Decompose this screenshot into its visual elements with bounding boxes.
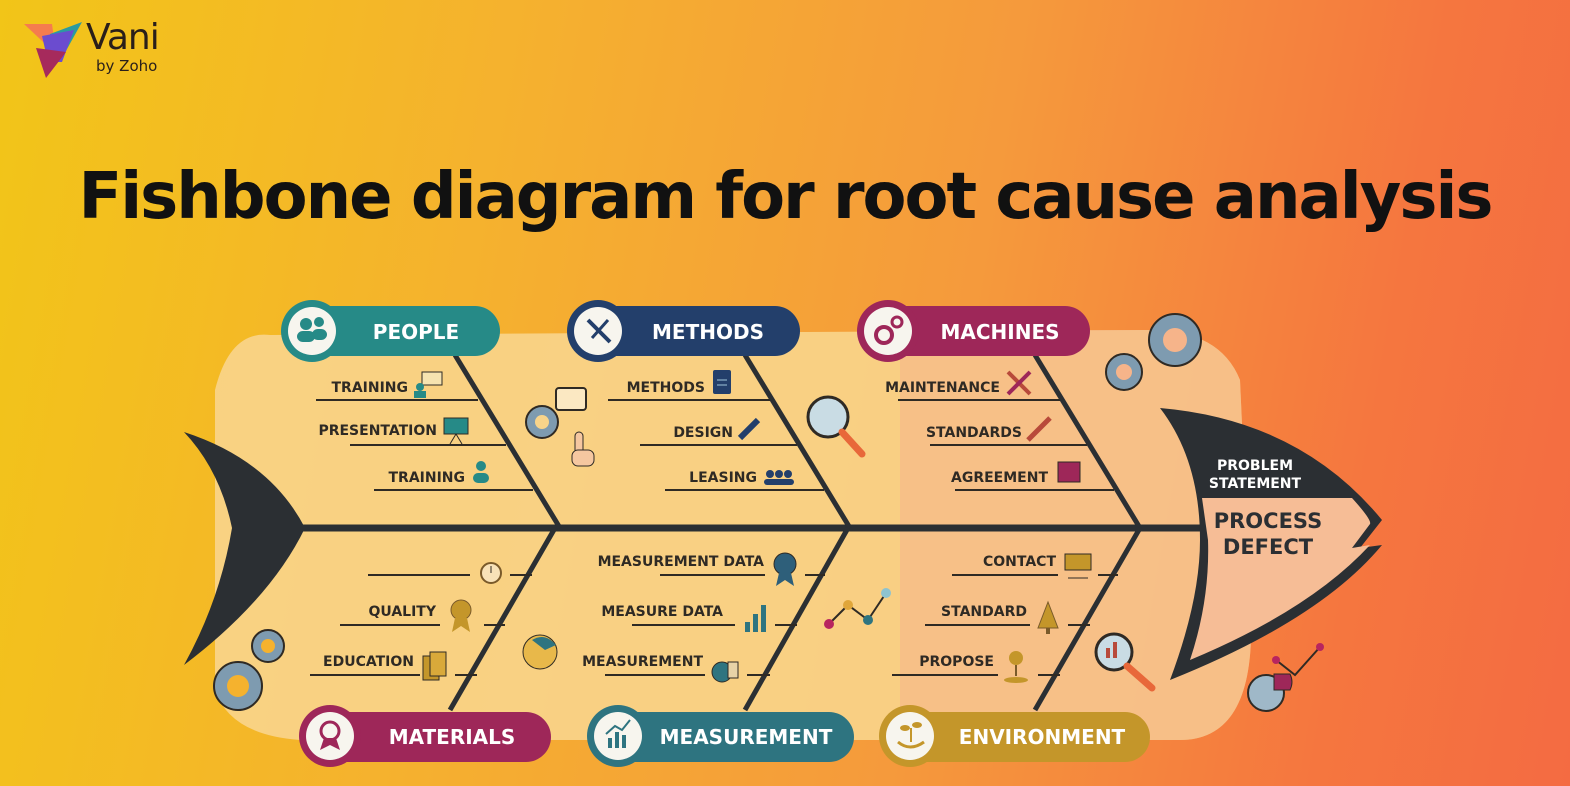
badge-icon — [450, 599, 472, 632]
cause-methods-2: DESIGN — [673, 425, 733, 441]
cause-environment-1: CONTACT — [983, 554, 1056, 570]
sapling-icon — [1004, 651, 1028, 683]
category-machines: MACHINES — [857, 300, 1090, 362]
monitor-icon — [1064, 553, 1092, 579]
page-title: Fishbone diagram for root cause analysis — [78, 160, 1493, 234]
trainer-board-icon — [414, 371, 443, 398]
cause-people-2: PRESENTATION — [318, 423, 437, 439]
category-label: ENVIRONMENT — [959, 725, 1126, 749]
cause-environment-3: PROPOSE — [919, 654, 994, 670]
category-label: METHODS — [652, 320, 764, 344]
cause-environment-2: STANDARD — [941, 604, 1027, 620]
brand-sub: by Zoho — [96, 57, 158, 75]
category-people: PEOPLE — [281, 300, 500, 362]
wrench-screwdriver-icon — [1006, 370, 1032, 396]
users-icon — [473, 461, 489, 483]
brand-name: Vani — [86, 17, 160, 58]
stopwatch-icon — [480, 562, 502, 584]
category-materials: MATERIALS — [299, 705, 551, 767]
category-label: PEOPLE — [373, 320, 459, 344]
problem-text-2: DEFECT — [1223, 535, 1314, 559]
cause-materials-3: EDUCATION — [323, 654, 414, 670]
gears-icon — [874, 315, 904, 345]
problem-text-1: PROCESS — [1214, 509, 1322, 533]
machine-icon — [1057, 461, 1081, 483]
plant-hand-icon — [897, 722, 925, 749]
cause-people-1: TRAINING — [331, 380, 408, 396]
document-icon — [713, 370, 731, 394]
category-label: MACHINES — [940, 320, 1059, 344]
category-label: MATERIALS — [389, 725, 516, 749]
cause-materials-2: QUALITY — [369, 604, 437, 620]
cause-machines-2: STANDARDS — [926, 425, 1022, 441]
fish-tail — [184, 432, 305, 665]
gear-chat-icon — [525, 387, 587, 439]
brand-logo: Vani by Zoho — [22, 17, 160, 80]
category-label: MEASUREMENT — [660, 725, 833, 749]
pen-icon — [737, 417, 761, 441]
cause-measurement-1: MEASUREMENT DATA — [598, 554, 765, 570]
ribbon-icon — [773, 552, 797, 586]
chart-icon — [605, 719, 631, 748]
magnifier-chart-icon — [1094, 632, 1156, 692]
gears-decor-icon — [1105, 313, 1202, 391]
cause-people-3: TRAINING — [388, 470, 465, 486]
vani-logo-icon — [24, 22, 82, 78]
pointer-hand-icon — [571, 431, 595, 467]
books-icon — [422, 651, 447, 681]
category-environment: ENVIRONMENT — [879, 705, 1150, 767]
group-icon — [764, 470, 794, 485]
cause-machines-1: MAINTENANCE — [885, 380, 1000, 396]
line-chart-icon — [824, 588, 891, 629]
cause-machines-3: AGREEMENT — [951, 470, 1048, 486]
cause-methods-1: METHODS — [627, 380, 705, 396]
problem-label-1: PROBLEM — [1217, 458, 1293, 474]
tree-icon — [1037, 600, 1059, 634]
award-icon — [319, 720, 341, 750]
category-methods: METHODS — [567, 300, 800, 362]
presentation-board-icon — [443, 417, 469, 445]
tape-measure-icon — [711, 661, 739, 683]
category-measurement: MEASUREMENT — [587, 705, 854, 767]
cause-measurement-3: MEASUREMENT — [582, 654, 703, 670]
cause-measurement-2: MEASURE DATA — [601, 604, 723, 620]
gears-left-icon — [213, 629, 285, 711]
wrench-icon — [1026, 416, 1052, 442]
people-icon — [297, 317, 327, 342]
pie-chart-icon — [1247, 643, 1324, 712]
magnifier-icon — [806, 395, 866, 458]
head-profile-icon — [522, 634, 558, 670]
bar-chart-icon — [745, 605, 766, 632]
tools-icon — [586, 318, 612, 344]
problem-label-2: STATEMENT — [1209, 476, 1302, 492]
cause-methods-3: LEASING — [689, 470, 757, 486]
